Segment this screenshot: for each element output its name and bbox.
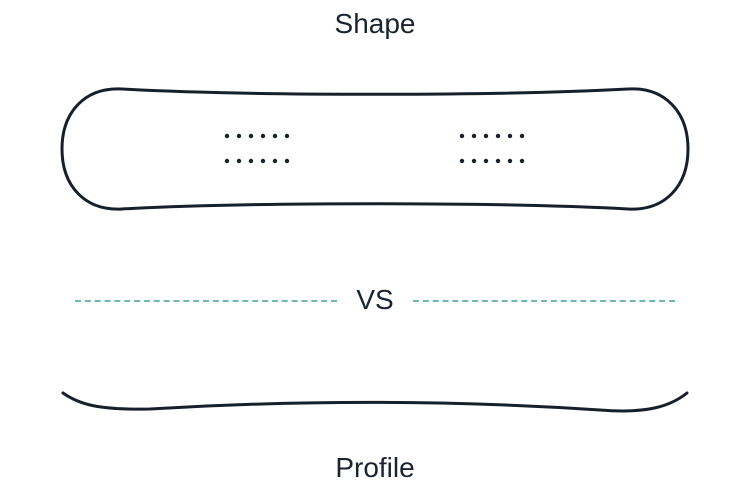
snowboard-shape-outline-icon bbox=[60, 87, 690, 211]
vs-label: VS bbox=[356, 284, 394, 315]
binding-inserts-left bbox=[224, 133, 290, 164]
binding-inserts-right bbox=[459, 133, 525, 164]
dashed-line-left bbox=[75, 300, 337, 302]
snowboard-profile-line-icon bbox=[61, 391, 689, 413]
shape-heading: Shape bbox=[334, 8, 416, 39]
dashed-line-right bbox=[413, 300, 675, 302]
vs-divider: VS bbox=[0, 283, 750, 317]
profile-heading: Profile bbox=[335, 452, 415, 483]
